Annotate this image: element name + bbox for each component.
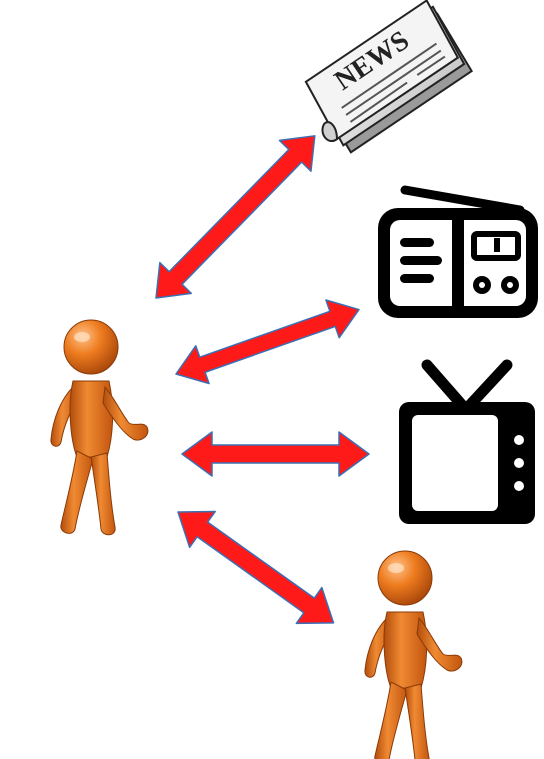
newspaper-icon: NEWS (294, 0, 485, 159)
arrow-to-newspaper (140, 120, 330, 313)
television-icon (399, 365, 535, 524)
arrow-to-television (182, 432, 369, 476)
arrow-to-radio (169, 291, 365, 393)
person-sender-icon (51, 320, 148, 535)
radio-icon (378, 190, 538, 318)
arrow-to-receiver (165, 494, 346, 641)
person-receiver-icon (365, 551, 462, 759)
